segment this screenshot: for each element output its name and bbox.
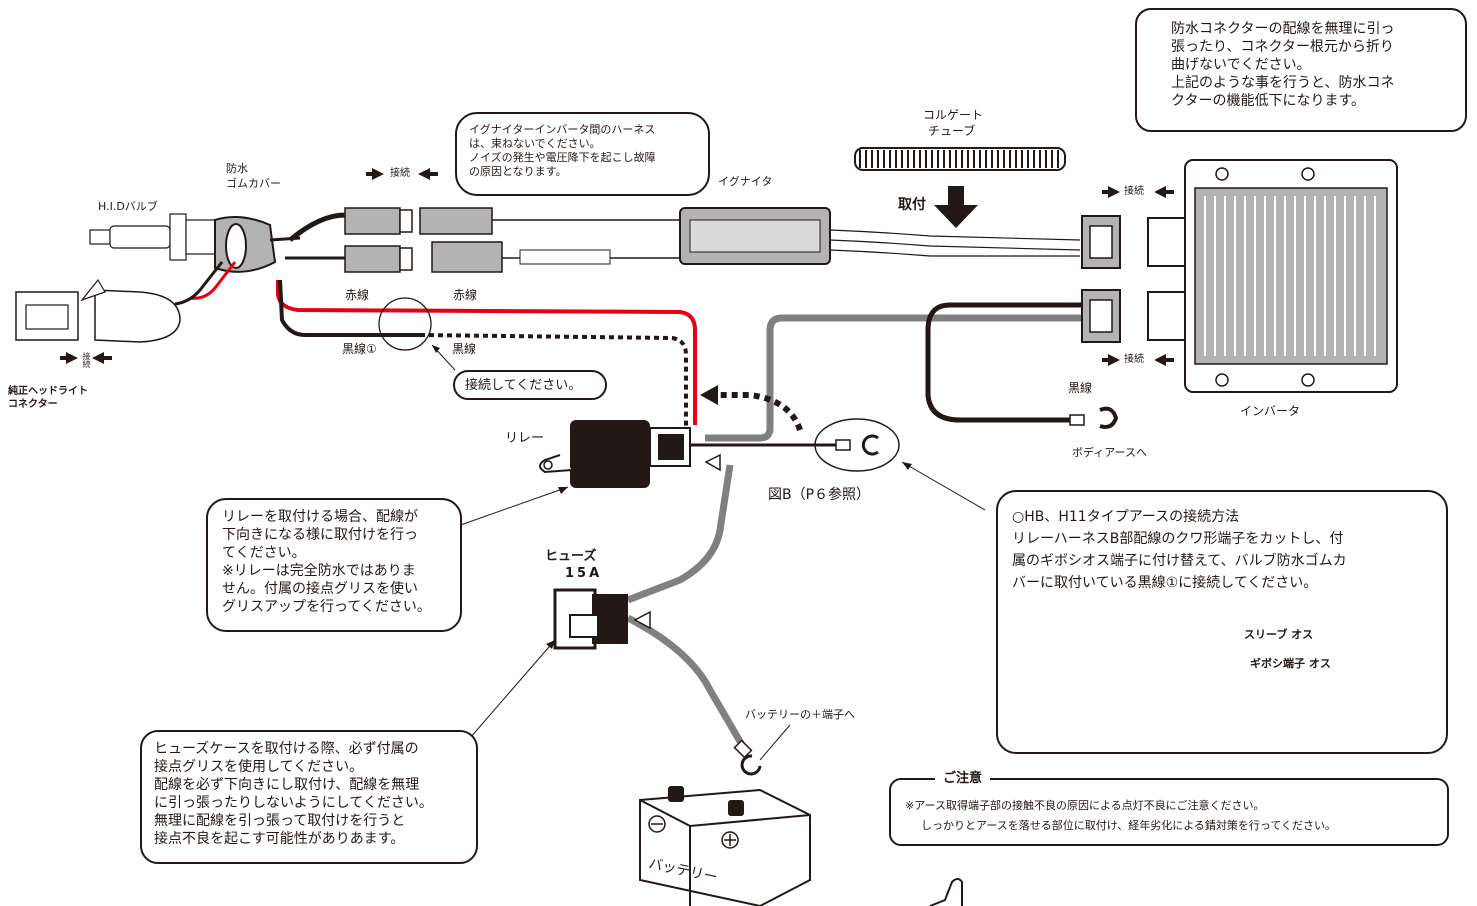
earth-method-box: ○HB、H11タイプアースの接続方法 リレーハーネスB部配線のクワ形端子をカット… bbox=[996, 490, 1448, 754]
fuse-label-1: ヒューズ bbox=[545, 549, 597, 564]
fuse-note-line: ヒューズケースを取付ける際、必ず付属の bbox=[154, 741, 419, 757]
oem-connector-label-1: 純正ヘッドライト bbox=[8, 386, 88, 397]
dotted-arrow bbox=[715, 392, 803, 432]
connect-label-right-bottom: 接続 bbox=[1124, 354, 1144, 365]
battery-terminal-label: バッテリーの＋端子へ bbox=[745, 708, 855, 721]
inverter-label: インバータ bbox=[1240, 404, 1301, 418]
igniter-label: イグナイタ bbox=[718, 175, 773, 188]
coupler-bottom-left bbox=[344, 245, 401, 273]
caution-line: ※アース取得端子部の接触不良の原因による点灯不良にご注意ください。 bbox=[905, 799, 1265, 812]
relay-note-box: リレーを取付ける場合、配線が 下向きになる様に取付けを行っ てください。 ※リレ… bbox=[206, 498, 462, 632]
inverter-earth-wire bbox=[925, 302, 1082, 423]
red-wire bbox=[276, 280, 697, 425]
relay-white-arrow bbox=[704, 453, 721, 472]
earth-method-line: リレーハーネスB部配線のクワ形端子をカットし、付 bbox=[1012, 531, 1344, 547]
harness-note-line: ノイズの発生や電圧降下を起こし故障 bbox=[469, 151, 656, 164]
connection-circle bbox=[378, 297, 432, 351]
relay-note-line: せん。付属の接点グリスを使い bbox=[222, 581, 418, 597]
fuse-note-line: に引っ張ったりしないようにしてください。 bbox=[154, 795, 433, 811]
please-connect-text: 接続してください。 bbox=[465, 378, 582, 393]
fuse-note-line: 接点不良を起こす可能性がありあます。 bbox=[154, 831, 405, 847]
connect-label-top: 接続 bbox=[390, 168, 410, 179]
connect-label-right-top: 接続 bbox=[1124, 186, 1144, 197]
relay-note-line: てください。 bbox=[222, 545, 306, 561]
body-earth-label: ボディアースへ bbox=[1072, 446, 1148, 459]
earth-method-line: 属のギボシオス端子に付け替えて、バルブ防水ゴムカ bbox=[1012, 553, 1347, 569]
red-wire-label-right: 赤線 bbox=[453, 288, 478, 302]
caution-box: ※アース取得端子部の接触不良の原因による点灯不良にご注意ください。 しっかりとア… bbox=[889, 778, 1449, 846]
waterproof-note-line: 張ったり、コネクター根元から折り bbox=[1171, 39, 1394, 55]
oem-connector-drawing bbox=[15, 278, 181, 343]
fuse-wire-to-battery bbox=[626, 614, 749, 752]
inverter-black-wire-label: 黒線 bbox=[1068, 381, 1093, 395]
coupler-top-left bbox=[344, 207, 401, 235]
hand-icon bbox=[929, 878, 963, 906]
harness-note-line: の原因となります。 bbox=[469, 165, 567, 178]
oem-connector-label-2: コネクター bbox=[8, 399, 58, 410]
relay-label: リレー bbox=[505, 431, 545, 446]
relay-note-line: 下向きになる様に取付けを行っ bbox=[222, 527, 418, 543]
fuse-note-line: 接点グリスを使用してください。 bbox=[154, 759, 364, 775]
fuse-wire-to-relay bbox=[626, 464, 734, 604]
earth-method-line: ○HB、H11タイプアースの接続方法 bbox=[1012, 509, 1240, 525]
fuse-note-line: 無理に配線を引っ張って取付けを行うと bbox=[154, 813, 406, 829]
connect-label-left: 接続 bbox=[82, 352, 91, 368]
rubber-cover-label-1: 防水 bbox=[226, 162, 248, 175]
black-wire-1 bbox=[278, 279, 420, 337]
install-arrow bbox=[934, 186, 978, 228]
battery-body bbox=[639, 788, 811, 906]
sleeve-label: スリーブ オス bbox=[1244, 628, 1314, 641]
harness-note-box: イグナイターインバータ間のハーネス は、束ねないでください。 ノイズの発生や電圧… bbox=[455, 112, 710, 196]
waterproof-note-line: 曲げないでください。 bbox=[1171, 57, 1311, 73]
black-dashed-wire bbox=[419, 333, 688, 428]
install-label: 取付 bbox=[898, 197, 926, 213]
fuse-note-line: 配線を必ず下向きにし取付け、配線を無理 bbox=[154, 777, 420, 793]
corrugate-label-1: コルゲート bbox=[923, 108, 984, 122]
harness-note-line: イグナイターインバータ間のハーネス bbox=[469, 123, 656, 136]
rubber-cover-label-2: ゴムカバー bbox=[226, 177, 281, 190]
coupler-bottom-right bbox=[431, 241, 503, 273]
relay-note-line: ※リレーは完全防水ではありま bbox=[222, 563, 416, 579]
waterproof-note-line: 上記のような事を行うと、防水コネ bbox=[1171, 75, 1395, 91]
fuse-label-2: 15A bbox=[565, 566, 603, 581]
waterproof-note-line: 防水コネクターの配線を無理に引っ bbox=[1171, 21, 1395, 37]
coupler-top-right bbox=[419, 207, 493, 235]
fig-b-circle bbox=[814, 418, 900, 472]
relay-harness-gray bbox=[705, 314, 1082, 442]
fig-b-label: 図B（P６参照） bbox=[768, 487, 871, 503]
gibosi-label: ギボシ端子 オス bbox=[1250, 657, 1331, 670]
relay-note-line: リレーを取付ける場合、配線が bbox=[222, 509, 418, 525]
waterproof-note-box: 防水コネクターの配線を無理に引っ 張ったり、コネクター根元から折り 曲げないでく… bbox=[1135, 8, 1467, 132]
relay-note-line: グリスアップを行ってください。 bbox=[222, 599, 431, 615]
hid-bulb-drawing bbox=[89, 213, 217, 261]
corrugate-label-2: チューブ bbox=[928, 124, 976, 138]
please-connect-box: 接続してください。 bbox=[453, 370, 607, 400]
caution-title: ご注意 bbox=[935, 770, 991, 787]
waterproof-note-line: クターの機能低下になります。 bbox=[1171, 93, 1366, 109]
black-wire-1-label: 黒線① bbox=[342, 342, 377, 356]
fuse-note-box: ヒューズケースを取付ける際、必ず付属の 接点グリスを使用してください。 配線を必… bbox=[140, 730, 478, 864]
caution-line: しっかりとアースを落せる部位に取付け、経年劣化による錆対策を行ってください。 bbox=[921, 819, 1337, 832]
black-wire-label: 黒線 bbox=[452, 342, 477, 356]
hid-bulb-label: H.I.Dバルブ bbox=[98, 200, 158, 213]
red-wire-label-left: 赤線 bbox=[345, 288, 370, 302]
earth-method-line: バーに取付いている黒線①に接続してください。 bbox=[1012, 575, 1318, 591]
harness-note-line: は、束ねないでください。 bbox=[469, 137, 601, 150]
relay-body bbox=[570, 420, 650, 488]
